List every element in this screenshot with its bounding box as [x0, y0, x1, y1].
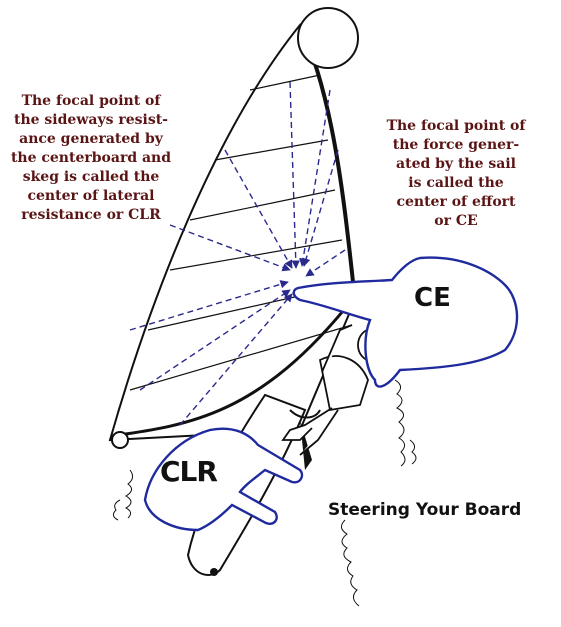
water-wake [112, 379, 417, 607]
sail [108, 7, 359, 449]
ce-label: CE [414, 283, 451, 313]
clr-hand [143, 427, 304, 532]
mast-foot [289, 409, 321, 419]
force-arrows [129, 81, 346, 426]
clr-description: The focal point of the sideways resist- … [10, 93, 172, 223]
diagram-caption: Steering Your Board [328, 500, 522, 520]
ce-hand [292, 256, 519, 388]
ce-description: The focal point of the force gener- ated… [386, 118, 526, 229]
clr-label: CLR [160, 455, 218, 488]
